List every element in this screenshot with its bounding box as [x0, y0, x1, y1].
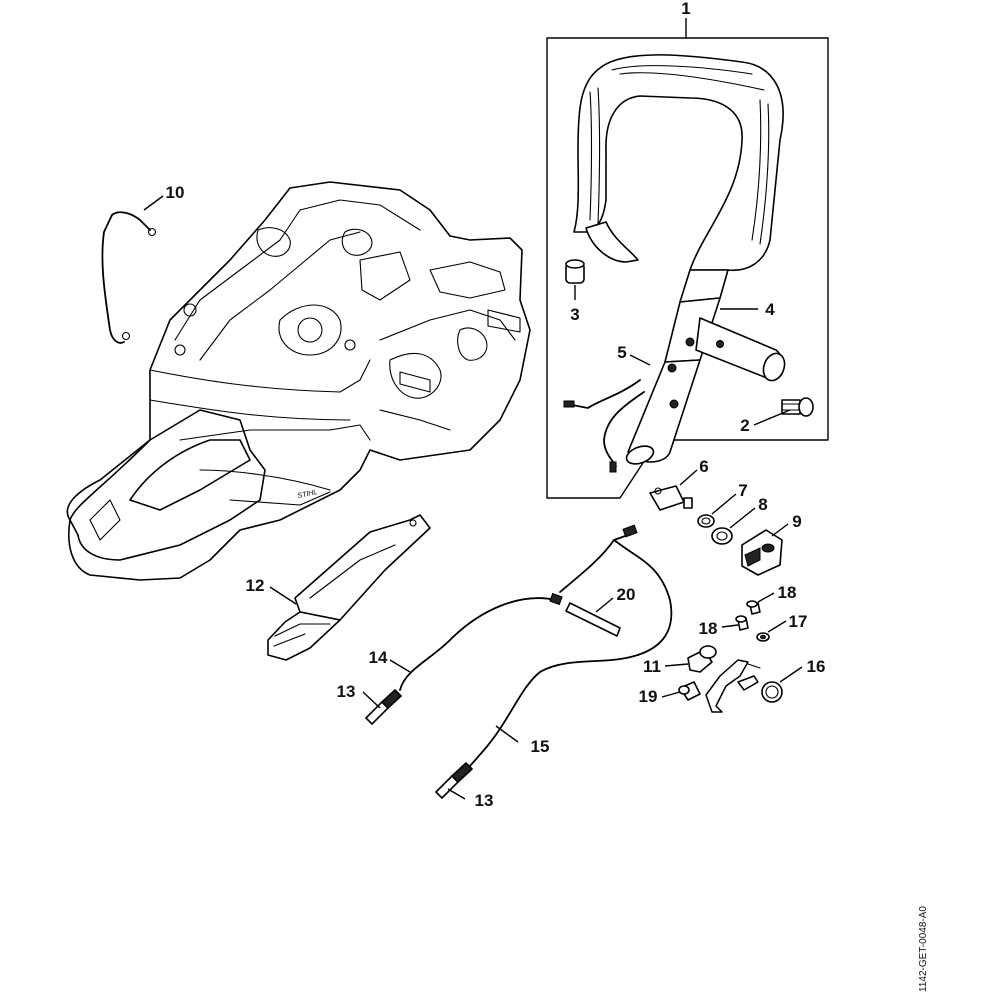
callout-15: 15 [531, 737, 550, 756]
callout-2: 2 [740, 416, 749, 435]
callout-6: 6 [699, 457, 708, 476]
callout-7: 7 [738, 481, 747, 500]
handlebar-assembly-frame [546, 18, 829, 499]
brand-mark: STIHL [297, 489, 318, 500]
callout-17: 17 [789, 612, 808, 631]
callout-18-left: 18 [699, 619, 718, 638]
chainsaw-engine-housing: STIHL [66, 181, 531, 581]
callout-1: 1 [681, 0, 690, 18]
callout-8: 8 [758, 495, 767, 514]
callout-14: 14 [369, 648, 388, 667]
leader-lines [143, 195, 803, 800]
callout-4: 4 [765, 300, 775, 319]
document-code: 1142-GET-0048-A0 [918, 906, 929, 992]
callout-19: 19 [639, 687, 658, 706]
callout-9: 9 [792, 512, 801, 531]
callout-13-upper: 13 [337, 682, 356, 701]
callout-12: 12 [246, 576, 265, 595]
wire-clip [101, 211, 157, 344]
callout-11: 11 [643, 657, 661, 676]
heating-wires [365, 524, 673, 799]
callout-10: 10 [166, 183, 185, 202]
handlebar [563, 54, 814, 473]
callout-18-right: 18 [778, 583, 797, 602]
callout-3: 3 [570, 305, 579, 324]
callout-labels: 1 2 3 4 5 6 7 8 9 10 11 12 13 13 14 15 1… [166, 0, 826, 810]
small-hardware [678, 600, 783, 713]
callout-13-lower: 13 [475, 791, 494, 810]
heat-shield-plate [267, 514, 431, 661]
callout-5: 5 [617, 343, 626, 362]
callout-16: 16 [807, 657, 826, 676]
callout-20: 20 [617, 585, 636, 604]
switch-parts [649, 485, 783, 576]
